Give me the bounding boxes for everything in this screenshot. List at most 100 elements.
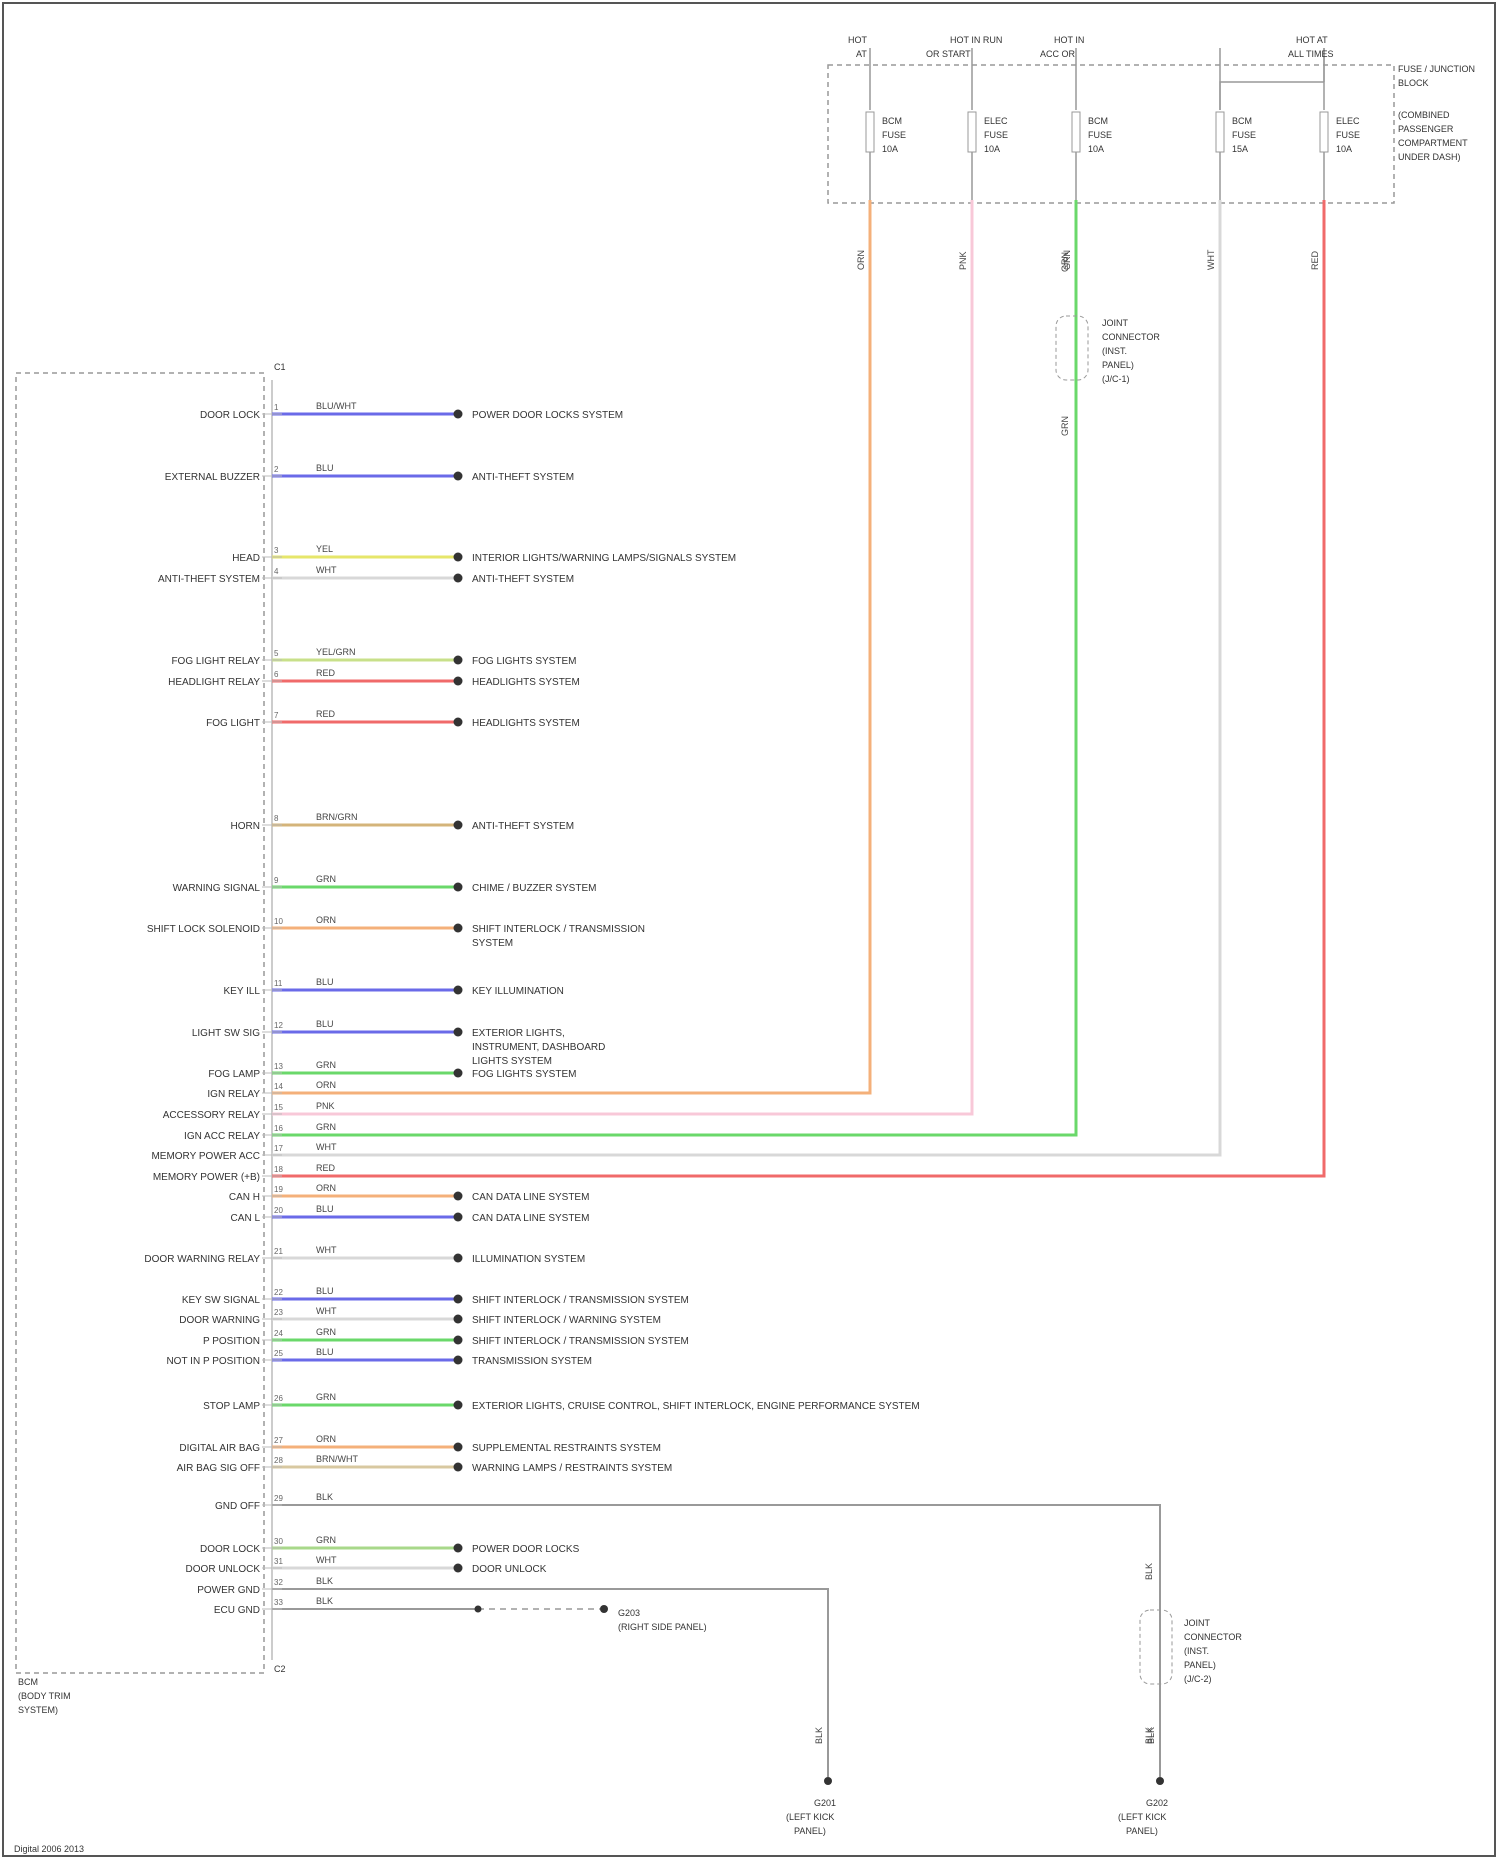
- pin-number: 32: [274, 1578, 283, 1587]
- joint-connector-2-line-5: (J/C-2): [1184, 1674, 1212, 1684]
- wire-color-code: BLU: [316, 1347, 334, 1357]
- ground-2-line-1: G202: [1146, 1798, 1168, 1808]
- pin-number: 16: [274, 1124, 283, 1133]
- destination-system-label: ANTI-THEFT SYSTEM: [472, 472, 574, 483]
- wire-color-code: RED: [316, 668, 336, 678]
- destination-system-label: INTERIOR LIGHTS/WARNING LAMPS/SIGNALS SY…: [472, 553, 736, 564]
- wire-color-code: GRN: [316, 1060, 336, 1070]
- wire-color-code: BLU: [316, 1204, 334, 1214]
- fuse-label: 10A: [1336, 144, 1352, 154]
- pin-signal-label: FOG LIGHT RELAY: [171, 656, 260, 667]
- destination-system-label: HEADLIGHTS SYSTEM: [472, 718, 580, 729]
- joint-connector-1-line-3: (INST.: [1102, 346, 1127, 356]
- fuse-box-label-6: UNDER DASH): [1398, 152, 1461, 162]
- pin-signal-label: EXTERNAL BUZZER: [165, 472, 260, 483]
- wire-terminal-dot: [454, 1544, 463, 1553]
- pin-number: 25: [274, 1349, 283, 1358]
- pin-number: 23: [274, 1308, 283, 1317]
- wire-color-code: BLU: [316, 977, 334, 987]
- fuse-element: [1072, 112, 1080, 152]
- destination-system-label: WARNING LAMPS / RESTRAINTS SYSTEM: [472, 1463, 672, 1474]
- ground-1-line-3: PANEL): [794, 1826, 826, 1836]
- wire-terminal-dot: [454, 1336, 463, 1345]
- wire-terminal-dot: [454, 1192, 463, 1201]
- wire-color-code: YEL/GRN: [316, 647, 356, 657]
- joint-connector-1-wire-b: GRN: [1060, 416, 1070, 436]
- wire-terminal-dot: [454, 718, 463, 727]
- pin-number: 20: [274, 1206, 283, 1215]
- pin-number: 12: [274, 1021, 283, 1030]
- fuse-box-label-3: (COMBINED: [1398, 110, 1450, 120]
- pin-number: 17: [274, 1144, 283, 1153]
- destination-system-label: DOOR UNLOCK: [472, 1564, 547, 1575]
- wire-color-code: BLU: [316, 463, 334, 473]
- pin-number: 8: [274, 814, 279, 823]
- joint-connector-2-line-4: PANEL): [1184, 1660, 1216, 1670]
- pin-number: 22: [274, 1288, 283, 1297]
- splice-terminal: [600, 1605, 608, 1613]
- destination-system-label: LIGHTS SYSTEM: [472, 1056, 552, 1067]
- pin-number: 9: [274, 876, 279, 885]
- pin-number: 30: [274, 1537, 283, 1546]
- supply-1-line-1: HOT: [848, 35, 868, 45]
- destination-system-label: EXTERIOR LIGHTS,: [472, 1028, 565, 1039]
- wire-color-code: WHT: [316, 1306, 337, 1316]
- wire-to-fuse: [272, 200, 1220, 1155]
- bcm-module-box: [16, 373, 264, 1673]
- wire-terminal-dot: [454, 656, 463, 665]
- wire-color-code: BLK: [316, 1576, 333, 1586]
- fuse-label: 10A: [882, 144, 898, 154]
- destination-system-label: SUPPLEMENTAL RESTRAINTS SYSTEM: [472, 1443, 661, 1454]
- wire-terminal-dot: [454, 553, 463, 562]
- destination-system-label: ILLUMINATION SYSTEM: [472, 1254, 585, 1265]
- fuse-wire-code: RED: [1310, 250, 1320, 270]
- wire-color-code: ORN: [316, 1183, 336, 1193]
- wire-color-code: BRN/GRN: [316, 812, 358, 822]
- pin-signal-label: CAN L: [231, 1213, 261, 1224]
- pin-number: 14: [274, 1082, 283, 1091]
- pin-signal-label: GND OFF: [215, 1501, 260, 1512]
- joint-connector-2-line-2: CONNECTOR: [1184, 1632, 1242, 1642]
- wire-color-code: RED: [316, 1163, 336, 1173]
- pin-number: 10: [274, 917, 283, 926]
- pin-signal-label: IGN ACC RELAY: [184, 1131, 260, 1142]
- wire-terminal-dot: [454, 410, 463, 419]
- wire-color-code: WHT: [316, 1245, 337, 1255]
- pin-number: 27: [274, 1436, 283, 1445]
- wire-terminal-dot: [454, 1295, 463, 1304]
- pin-signal-label: ANTI-THEFT SYSTEM: [158, 574, 260, 585]
- wire-color-code: GRN: [316, 1392, 336, 1402]
- pin-signal-label: AIR BAG SIG OFF: [177, 1463, 260, 1474]
- pin-number: 4: [274, 567, 279, 576]
- supply-2-line-2: OR START: [926, 49, 971, 59]
- pin-signal-label: FOG LIGHT: [206, 718, 260, 729]
- pin-signal-label: DOOR WARNING RELAY: [144, 1254, 260, 1265]
- pin-number: 31: [274, 1557, 283, 1566]
- fuse-wire-code: ORN: [856, 250, 866, 270]
- ground-1-line-1: G201: [814, 1798, 836, 1808]
- fuse-label: 10A: [984, 144, 1000, 154]
- wire-color-code: BLK: [316, 1492, 333, 1502]
- wire-terminal-dot: [454, 1213, 463, 1222]
- ground-2-wire: BLK: [1146, 1727, 1156, 1744]
- bcm-module-name-2: (BODY TRIM: [18, 1691, 71, 1701]
- fuse-wire-code: WHT: [1206, 249, 1216, 270]
- joint-connector-1-line-4: PANEL): [1102, 360, 1134, 370]
- pin-number: 5: [274, 649, 279, 658]
- joint-connector-2: [1140, 1610, 1172, 1684]
- wire-terminal-dot: [454, 472, 463, 481]
- fuse-box-label-4: PASSENGER: [1398, 124, 1454, 134]
- fuse-element: [1216, 112, 1224, 152]
- pin-number: 3: [274, 546, 279, 555]
- pin-signal-label: POWER GND: [197, 1585, 260, 1596]
- wire-color-code: YEL: [316, 544, 333, 554]
- wire-color-code: GRN: [316, 1535, 336, 1545]
- pin-number: 11: [274, 979, 283, 988]
- pin-number: 28: [274, 1456, 283, 1465]
- wire-color-code: GRN: [316, 874, 336, 884]
- fuse-box-label-1: FUSE / JUNCTION: [1398, 64, 1475, 74]
- fuse-label: FUSE: [1336, 130, 1360, 140]
- pin-number: 19: [274, 1185, 283, 1194]
- wire-color-code: BLU: [316, 1286, 334, 1296]
- pin-signal-label: DOOR WARNING: [179, 1315, 260, 1326]
